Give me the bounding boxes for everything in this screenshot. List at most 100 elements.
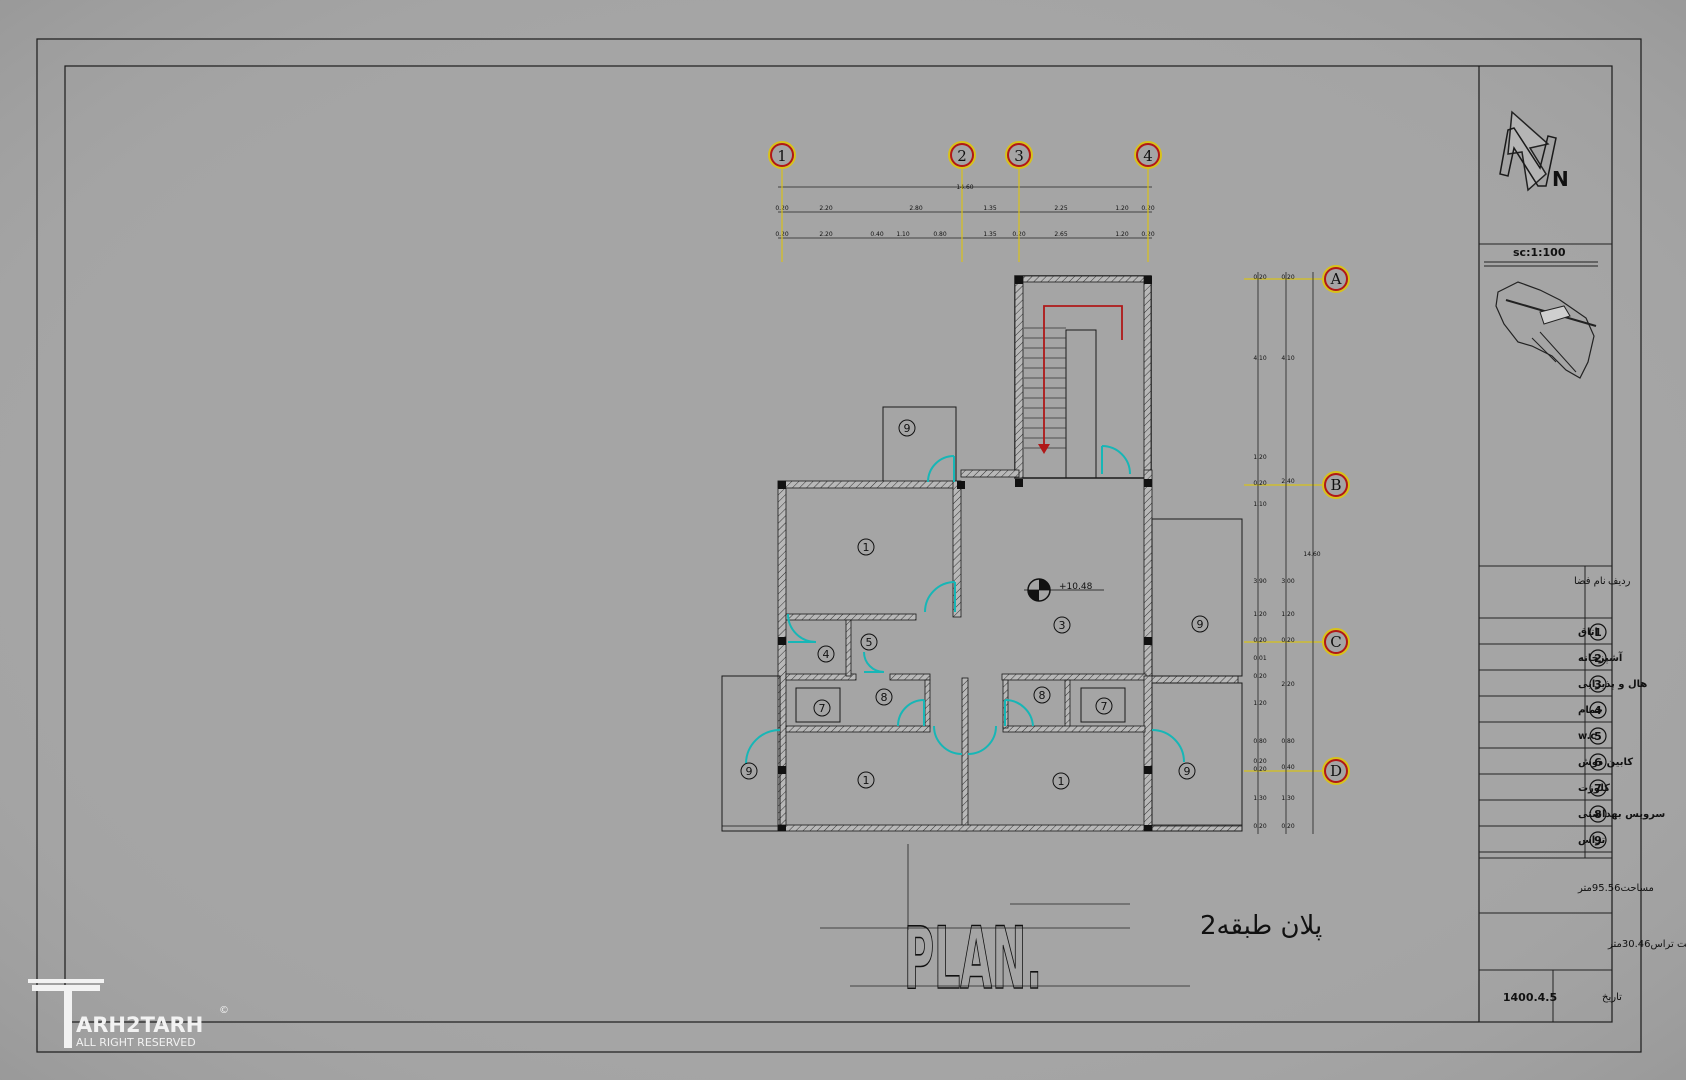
grid-label-C: C [1330,633,1341,651]
side-total-dim: 14.60 [1303,551,1320,558]
side-dim-outer: 3.90 [1253,578,1267,585]
svg-text:1: 1 [863,541,870,554]
top-dim-row2: 0.80 [933,231,947,238]
top-dim-row2: 0.40 [870,231,884,238]
side-dim-outer: 0.20 [1253,758,1267,765]
grid-bubble-4: 4 [1134,141,1162,169]
legend-row-number: 1 [1594,626,1602,639]
level-marker-icon [1024,578,1104,602]
grid-label-1: 1 [777,147,787,165]
top-dim-row1: 1.20 [1115,205,1129,212]
top-dim-row1: 2.20 [819,205,833,212]
grid-label-4: 4 [1143,147,1153,165]
side-dim-inner: 0.40 [1281,764,1295,771]
side-dimension-texts: 0.204.101.200.201.103.901.200.200.010.20… [1253,274,1295,830]
legend-area: مساحت95.56متر [1577,883,1654,894]
grid-bubble-3: 3 [1005,141,1033,169]
room-tag-9: 9 [1178,762,1196,780]
side-dim-outer: 0.20 [1253,823,1267,830]
logo-subtext: ALL RIGHT RESERVED [76,1036,196,1049]
side-dim-outer: 0.20 [1253,480,1267,487]
top-overall-dim: 14.60 [956,184,973,191]
room-tag-7: 7 [813,699,831,717]
legend-table [1479,565,1612,1023]
columns [778,276,1152,831]
scale-label: sc:1:100 [1513,246,1566,259]
doors [745,445,1185,765]
room-tag-4: 4 [817,645,835,663]
stair-direction-arrow [1043,305,1123,448]
legend-row-number: 5 [1594,730,1602,743]
top-dim-row1: 2.80 [909,205,923,212]
side-dimensions [1257,272,1314,834]
side-dim-outer: 1.10 [1253,501,1267,508]
grid-bubble-A: A [1322,265,1350,293]
legend-row-number: 9 [1594,834,1602,847]
top-dimensions [778,186,1152,239]
legend-row-name: اتاق [1578,627,1598,638]
side-dim-inner: 0.20 [1281,823,1295,830]
grid-lines [781,168,1322,772]
copyright-icon: © [219,1005,229,1016]
title-block: N sc:1:100 ردیف نام فضا 1اتاق2آشپزخانه3ه… [1479,110,1686,1023]
legend-row-number: 7 [1594,782,1602,795]
svg-text:9: 9 [1197,618,1204,631]
north-letter: N [1552,167,1569,191]
room-tag-8: 8 [875,688,893,706]
top-dim-row1: 1.35 [983,205,997,212]
svg-text:8: 8 [881,691,888,704]
svg-text:1: 1 [863,774,870,787]
legend-terrace-area: مساحت تراس30.46متر [1607,939,1686,950]
side-dim-inner: 0.20 [1281,637,1295,644]
grid-bubble-D: D [1322,757,1350,785]
legend-row-name: حمام [1578,705,1603,716]
grid-bubble-2: 2 [948,141,976,169]
top-dim-row2: 2.20 [819,231,833,238]
plan-title-fa: پلان طبقه2 [1200,911,1322,941]
legend-row-number: 3 [1594,678,1602,691]
plan-title-en: PLAN. [904,909,1042,1009]
svg-text:8: 8 [1039,689,1046,702]
legend-row-number: 4 [1594,704,1602,717]
legend-row-name: تراس [1578,835,1605,846]
top-dim-row2: 1.10 [896,231,910,238]
grid-bubble-1: 1 [768,141,796,169]
grid-bubble-B: B [1322,471,1350,499]
grid-label-D: D [1330,762,1342,780]
svg-text:7: 7 [819,702,826,715]
brand-logo: ARH2TARH ALL RIGHT RESERVED © [28,979,229,1049]
legend-row-number: 6 [1594,756,1602,769]
legend-header-index: ردیف [1608,576,1631,587]
legend-row-name: کابین دوش [1578,757,1633,768]
side-dim-outer: 0.20 [1253,274,1267,281]
side-dim-inner: 0.20 [1281,274,1295,281]
level-mark-text: +10.48 [1059,582,1093,592]
side-dim-outer: 0.20 [1253,637,1267,644]
side-dim-inner: 2.40 [1281,478,1295,485]
side-dim-inner: 0.80 [1281,738,1295,745]
svg-text:9: 9 [746,765,753,778]
side-dim-outer: 0.80 [1253,738,1267,745]
side-dim-inner: 1.30 [1281,795,1295,802]
side-dim-inner: 2.20 [1281,681,1295,688]
legend-row-name: آشپزخانه [1578,651,1623,664]
svg-text:1: 1 [1058,775,1065,788]
north-arrow-icon: N [1499,110,1569,192]
side-dim-inner: 4.10 [1281,355,1295,362]
svg-text:9: 9 [904,422,911,435]
legend-row-name: w.c [1578,731,1596,742]
top-dim-row1: 2.25 [1054,205,1068,212]
side-dim-outer: 1.20 [1253,700,1267,707]
legend-row-name: کلوزت [1578,783,1610,794]
grid-label-A: A [1330,270,1342,288]
